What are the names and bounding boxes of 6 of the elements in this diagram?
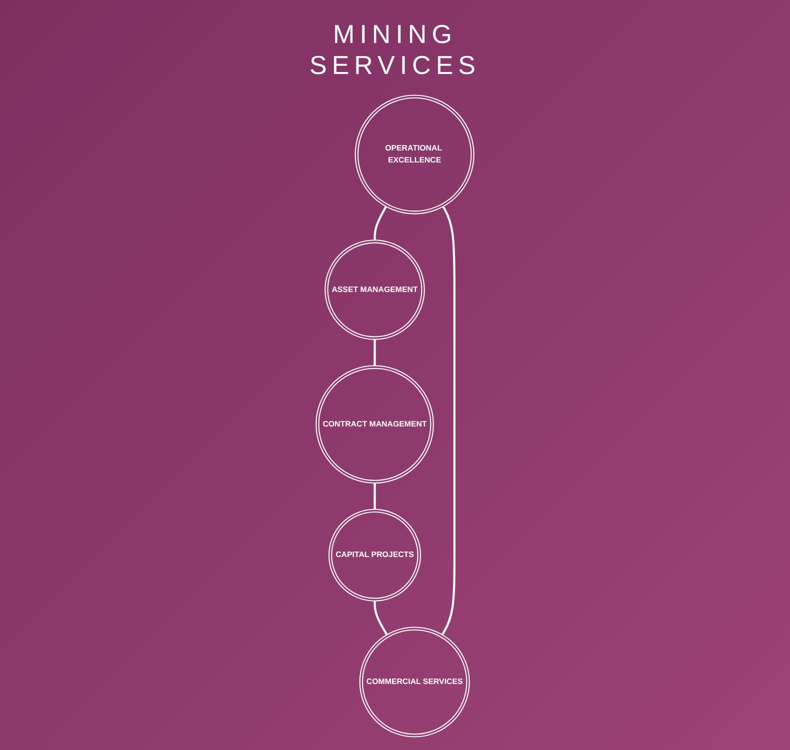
connector [374,600,388,636]
connector [441,206,456,636]
center-title: MINING SERVICES [308,19,482,81]
connector [374,206,387,240]
connector [374,483,376,510]
connector [374,339,376,366]
